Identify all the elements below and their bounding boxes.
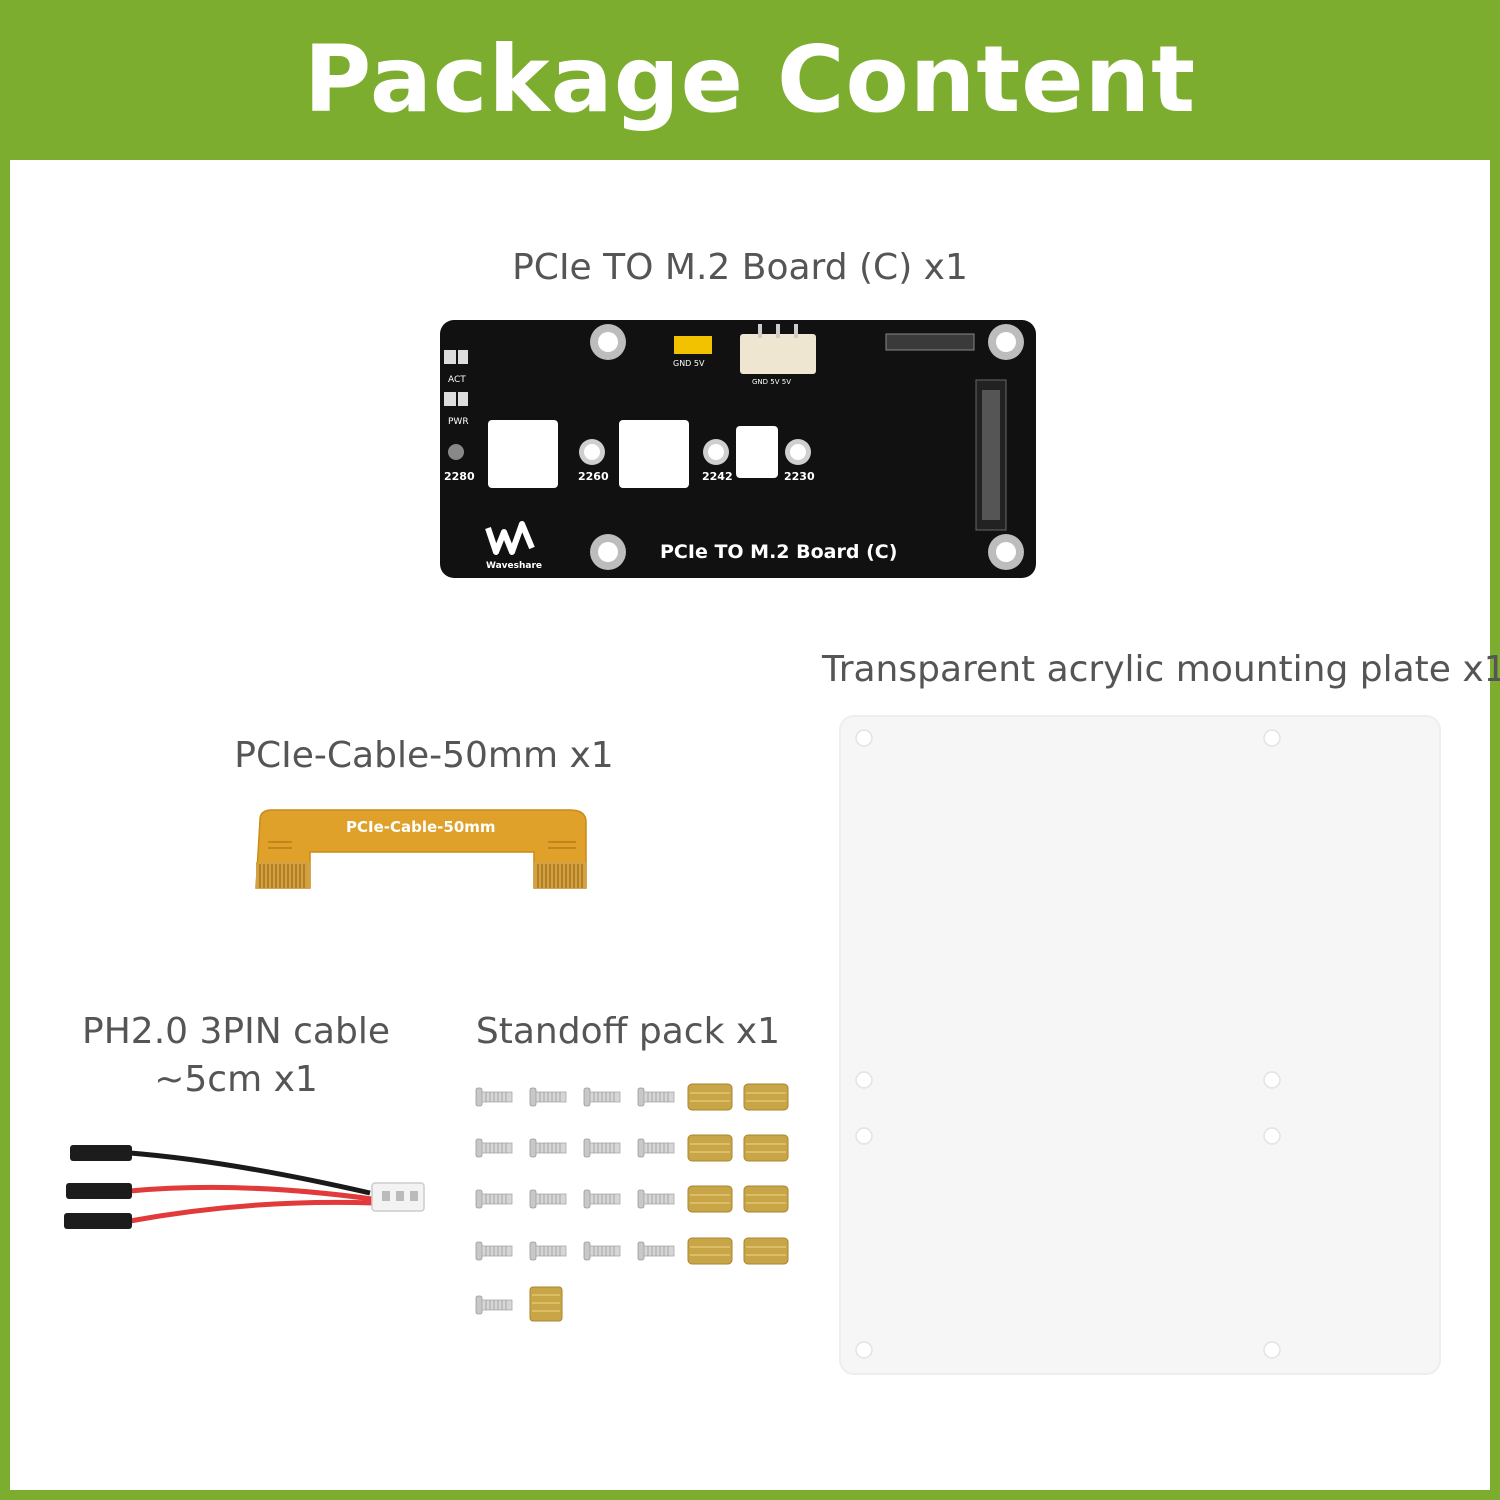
wire-red-1 [129, 1184, 373, 1202]
plate-holes [855, 729, 1281, 1359]
brass-standoffs [529, 1083, 789, 1322]
cable-contacts-right [534, 862, 586, 888]
acrylic-plate-image [839, 715, 1441, 1375]
screws [475, 1087, 675, 1315]
wire-label-line1: PH2.0 3PIN cable [82, 1011, 390, 1052]
cutout-2242 [736, 426, 778, 478]
wire-label-line2: ~5cm x1 [154, 1059, 318, 1100]
dupont-housing-2 [66, 1183, 132, 1199]
wire-red-2 [129, 1199, 375, 1224]
plate-label: Transparent acrylic mounting plate x1 [822, 649, 1500, 690]
cutout-2260 [619, 420, 689, 488]
dupont-housing-1 [70, 1145, 132, 1161]
act-label: ACT [448, 375, 466, 385]
cable-contacts-left [256, 862, 310, 888]
pcie-flex-cable-image: PCIe-Cable-50mm [255, 809, 587, 889]
header-banner: Package Content [0, 0, 1500, 160]
pwr-label: PWR [448, 417, 469, 427]
plate-body [839, 715, 1441, 1375]
size-label-2230: 2230 [784, 470, 815, 483]
ph2-connector [740, 334, 816, 374]
jumper-label: GND 5V [673, 359, 705, 368]
waveshare-logo-icon [485, 521, 535, 555]
cable-print: PCIe-Cable-50mm [346, 818, 496, 836]
size-label-2260: 2260 [578, 470, 609, 483]
size-label-2280: 2280 [444, 470, 475, 483]
board-silkscreen-title: PCIe TO M.2 Board (C) [660, 541, 897, 563]
brand-label: Waveshare [486, 561, 542, 571]
jumper-header [674, 336, 712, 354]
connector-label: GND 5V 5V [752, 378, 791, 386]
cable-label: PCIe-Cable-50mm x1 [234, 735, 614, 776]
board-label: PCIe TO M.2 Board (C) x1 [512, 247, 968, 288]
size-label-2242: 2242 [702, 470, 733, 483]
standoff-pack-image [475, 1083, 789, 1322]
ph2-3pin-cable-image [64, 1145, 425, 1229]
pcie-m2-board-image: ACT PWR GND 5V GND 5V 5V 2280 2260 2242 … [440, 320, 1036, 578]
standoffs-label: Standoff pack x1 [475, 1011, 781, 1052]
mounting-holes [590, 324, 1024, 570]
wire-black [129, 1150, 371, 1196]
page-title: Package Content [303, 26, 1197, 133]
dupont-housing-3 [64, 1213, 132, 1229]
cutout-2280 [488, 420, 558, 488]
fpc-connector [885, 333, 975, 351]
